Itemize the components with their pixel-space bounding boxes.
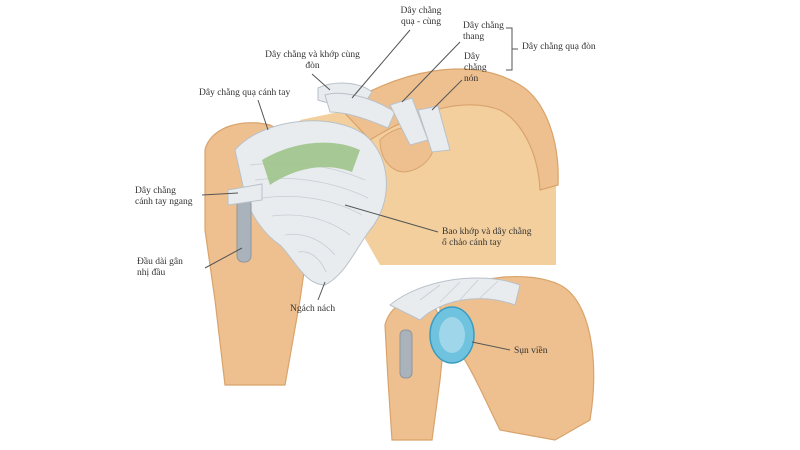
leader-lines bbox=[201, 27, 518, 351]
label-trapezoid-ligament: Dây chằng thang bbox=[463, 21, 504, 43]
label-text: Dây chằng nón bbox=[464, 52, 487, 84]
label-coracohumeral-ligament: Dây chằng quạ cánh tay bbox=[199, 88, 290, 99]
capsule-fibers bbox=[249, 162, 369, 273]
glenoid-cavity bbox=[439, 317, 465, 353]
leader-ac-joint bbox=[311, 73, 331, 91]
label-text: Dây chằng và khớp cùng đòn bbox=[265, 50, 360, 71]
leader-trapezoid bbox=[401, 41, 461, 103]
main-shoulder-illustration bbox=[204, 68, 559, 386]
label-text: Ngách nách bbox=[290, 304, 336, 314]
coracohumeral-band bbox=[262, 142, 360, 185]
leader-coracohumeral bbox=[257, 99, 269, 131]
label-text: Dây chằng quạ cánh tay bbox=[199, 88, 291, 98]
leader-acromioclavicular bbox=[351, 29, 411, 99]
label-glenohumeral-capsule: Bao khớp và dây chằng ổ chảo cánh tay bbox=[442, 227, 531, 249]
label-text: Dây chằng quạ đòn bbox=[522, 42, 596, 52]
label-transverse-humeral-ligament: Dây chằng cánh tay ngang bbox=[135, 186, 193, 208]
label-text: Sụn viền bbox=[514, 346, 548, 356]
clavicle bbox=[339, 68, 559, 191]
label-coracoclavicular-ligament: Dây chằng quạ đòn bbox=[522, 42, 596, 53]
coracoclavicular-ligaments bbox=[324, 92, 451, 153]
biceps-tendon bbox=[236, 197, 252, 263]
inset-biceps-tendon bbox=[399, 329, 413, 379]
label-text: Dây chằng cánh tay ngang bbox=[135, 186, 193, 207]
bracket-coracoclavicular bbox=[506, 27, 518, 71]
leader-transverse-humeral bbox=[201, 192, 239, 196]
label-axillary-recess: Ngách nách bbox=[290, 304, 335, 315]
label-acromioclavicular-joint: Dây chằng và khớp cùng đòn bbox=[250, 50, 375, 72]
inset-ligaments bbox=[389, 277, 521, 321]
label-text: Dây chằng quạ - cùng bbox=[400, 6, 442, 27]
inset-shoulder-illustration bbox=[384, 276, 595, 441]
label-glenoid-labrum: Sụn viền bbox=[514, 346, 548, 357]
label-biceps-long-head: Đầu dài gân nhị đầu bbox=[137, 257, 183, 279]
leader-axillary bbox=[317, 281, 326, 301]
leader-capsule bbox=[344, 204, 439, 233]
label-text: Dây chằng thang bbox=[463, 21, 504, 42]
label-text: Đầu dài gân nhị đầu bbox=[137, 257, 183, 278]
inset-ligament-fibers bbox=[419, 279, 499, 303]
label-text: Bao khớp và dây chằng ổ chảo cánh tay bbox=[442, 227, 532, 248]
transverse-humeral-band bbox=[227, 183, 263, 206]
label-conoid-ligament: Dây chằng nón bbox=[464, 52, 487, 85]
label-coracoacromial-ligament: Dây chằng quạ - cùng bbox=[386, 6, 456, 28]
leader-biceps bbox=[204, 247, 243, 269]
inset-scapula bbox=[439, 276, 595, 441]
leader-labrum bbox=[471, 341, 511, 351]
leader-conoid bbox=[431, 79, 463, 111]
